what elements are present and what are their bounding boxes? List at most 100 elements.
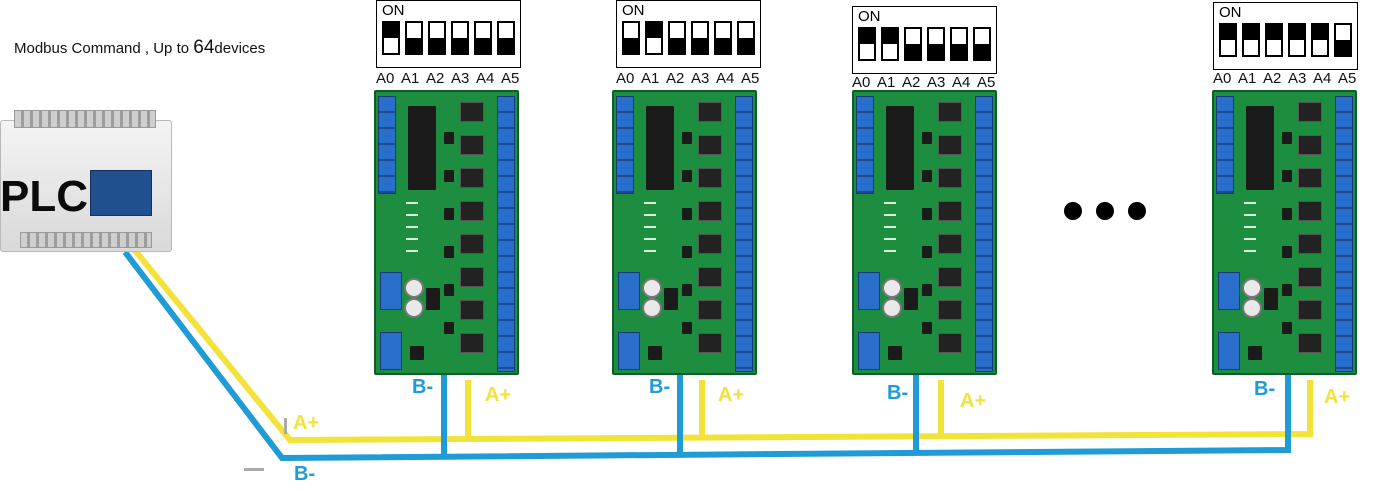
- sm-chip: [1282, 284, 1292, 296]
- dip-knob: [906, 44, 920, 59]
- dip-knob: [407, 38, 421, 53]
- dip-knob: [693, 38, 707, 53]
- silkscreen: [644, 238, 656, 240]
- sm-chip: [444, 246, 454, 258]
- mosfet: [698, 201, 722, 221]
- rs485-chip: [648, 346, 662, 360]
- power-terminal: [858, 272, 880, 310]
- address-label: A0: [1213, 70, 1232, 87]
- a-plus-label: A+: [485, 384, 512, 406]
- relay-board: [1212, 90, 1357, 375]
- mosfet: [938, 135, 962, 155]
- potentiometer: [1242, 278, 1262, 298]
- mosfet: [938, 234, 962, 254]
- power-terminal: [380, 272, 402, 310]
- dip-switch-0: [622, 21, 640, 55]
- dip-switch-4: [1311, 23, 1329, 57]
- silkscreen: [1244, 250, 1256, 252]
- ic-chip: [1246, 106, 1274, 190]
- sm-chip: [922, 246, 932, 258]
- address-label: A4: [1313, 70, 1332, 87]
- sm-chip: [1282, 132, 1292, 144]
- sm-chip: [682, 284, 692, 296]
- a-plus-label: A+: [718, 384, 745, 406]
- address-label: A1: [401, 70, 420, 87]
- mosfet: [698, 333, 722, 353]
- dip-switch: ON: [376, 0, 521, 68]
- silkscreen: [884, 214, 896, 216]
- address-label: A3: [451, 70, 470, 87]
- mosfet: [460, 168, 484, 188]
- sm-chip: [444, 322, 454, 334]
- terminal-block-right: [1335, 96, 1353, 372]
- mosfet: [1298, 267, 1322, 287]
- dip-knob: [1221, 25, 1235, 40]
- silkscreen: [1244, 202, 1256, 204]
- mosfet: [938, 300, 962, 320]
- dip-switch-5: [973, 27, 991, 61]
- mosfet: [1298, 135, 1322, 155]
- address-label: A1: [1238, 70, 1257, 87]
- dip-switch-2: [428, 21, 446, 55]
- bus-marker-b: [244, 468, 264, 471]
- mosfet: [1298, 168, 1322, 188]
- address-label: A5: [977, 74, 996, 91]
- main-a-plus-label: A+: [293, 412, 320, 434]
- b-minus-label: B-: [887, 382, 909, 404]
- address-label: A4: [952, 74, 971, 91]
- mosfet: [460, 135, 484, 155]
- mosfet: [1298, 333, 1322, 353]
- dip-knob: [430, 38, 444, 53]
- address-label: A5: [501, 70, 520, 87]
- sm-chip: [922, 208, 932, 220]
- ellipsis-dot: [1128, 202, 1146, 220]
- sm-chip: [922, 322, 932, 334]
- dip-knob: [716, 38, 730, 53]
- sm-chip: [682, 208, 692, 220]
- sm-chip: [1282, 170, 1292, 182]
- dip-knob: [384, 23, 398, 38]
- dip-on-label: ON: [382, 2, 405, 19]
- address-label: A0: [616, 70, 635, 87]
- power-terminal: [1218, 272, 1240, 310]
- dip-knob: [1267, 25, 1281, 40]
- ic-chip: [646, 106, 674, 190]
- dip-switch-4: [474, 21, 492, 55]
- dip-switch-2: [1265, 23, 1283, 57]
- sm-chip: [444, 284, 454, 296]
- plc-device: PLC: [0, 110, 180, 258]
- ellipsis-dot: [1064, 202, 1082, 220]
- rs485-terminal: [858, 332, 880, 370]
- address-label: A5: [1338, 70, 1357, 87]
- silkscreen: [884, 250, 896, 252]
- dip-on-label: ON: [1219, 4, 1242, 21]
- dip-knob: [929, 44, 943, 59]
- address-label: A2: [902, 74, 921, 91]
- mosfet: [698, 135, 722, 155]
- silkscreen: [406, 226, 418, 228]
- dip-switch-3: [691, 21, 709, 55]
- mosfet: [460, 201, 484, 221]
- dip-switch-4: [714, 21, 732, 55]
- dip-knob: [883, 29, 897, 44]
- rs485-chip: [1248, 346, 1262, 360]
- mosfet: [698, 234, 722, 254]
- dip-knob: [1313, 25, 1327, 40]
- dip-switch-0: [1219, 23, 1237, 57]
- dip-switch-3: [927, 27, 945, 61]
- terminal-block-left: [1216, 96, 1234, 194]
- mosfet: [938, 333, 962, 353]
- terminal-block-left: [378, 96, 396, 194]
- sm-chip: [682, 132, 692, 144]
- dip-knob: [624, 38, 638, 53]
- dip-switch: ON: [1213, 2, 1358, 70]
- plc-top-terminals: [14, 110, 156, 128]
- mosfet: [460, 300, 484, 320]
- main-b-minus-label: B-: [294, 463, 316, 485]
- dip-knob: [647, 23, 661, 38]
- sm-chip: [1282, 208, 1292, 220]
- mosfet: [1298, 102, 1322, 122]
- b-minus-wire: [122, 250, 1291, 462]
